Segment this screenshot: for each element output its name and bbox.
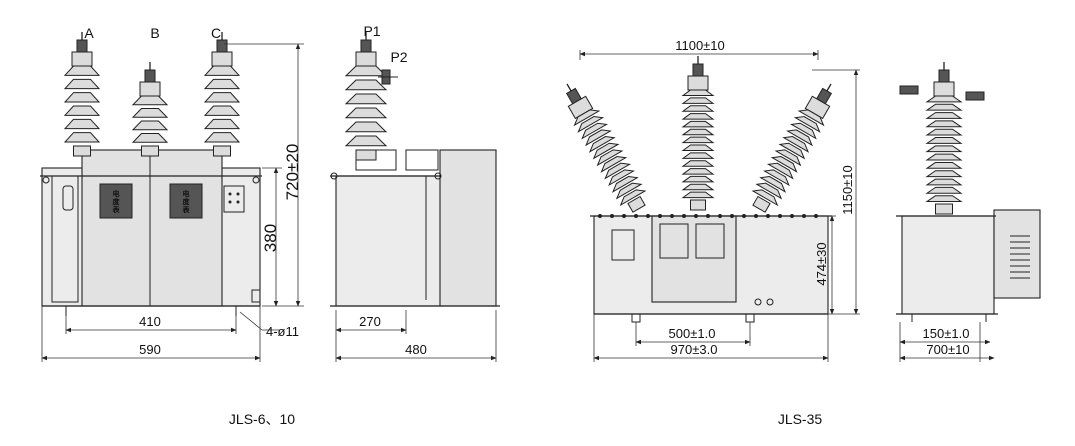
dim-height-total: 720±20: [283, 144, 302, 201]
jls10-side-dimensions: 270 480: [335, 310, 497, 362]
insulator-35-side-body: [925, 62, 963, 215]
phase-label-c: C: [211, 25, 221, 41]
meter-label-1c: 表: [112, 205, 121, 214]
meter-label-2b: 度: [183, 197, 191, 206]
phase-label-a: A: [84, 25, 94, 41]
meter-label-1b: 度: [113, 197, 121, 206]
insulator-35-right-body: [751, 83, 833, 213]
dim-width-total-35: 970±3.0: [671, 342, 718, 357]
insulator-c: [203, 32, 241, 157]
terminal-label-p2: P2: [390, 49, 407, 65]
jls35-front-dimensions: 1100±10 1150±10 474±30 500±1.0 970±3.0: [579, 38, 860, 362]
insulator-35-left: [565, 83, 647, 213]
jls35-side-view: [896, 62, 1041, 322]
dim-top-span: 1100±10: [675, 38, 725, 53]
caption-jls10: JLS-6、10: [229, 411, 295, 427]
jls35-insulators: [565, 56, 833, 213]
insulator-35-right: [751, 83, 833, 213]
dim-width-inner-35: 500±1.0: [669, 326, 716, 341]
meter-label-2a: 电: [183, 189, 190, 198]
dim-height-box: 380: [261, 224, 280, 252]
dim-width-total: 590: [139, 342, 161, 357]
insulator-a: [63, 32, 101, 157]
jls35-side-dimensions: 150±1.0 700±10: [899, 322, 995, 362]
insulator-35-center: [681, 56, 715, 211]
terminal-label-p1: P1: [363, 23, 380, 39]
meter-label-2c: 表: [182, 205, 191, 214]
jls35-front-view: [565, 56, 833, 323]
insulator-group: [63, 32, 241, 157]
dim-side-inner-35: 150±1.0: [923, 326, 970, 341]
insulator-b: [131, 62, 169, 157]
dim-side-total: 480: [405, 342, 427, 357]
meter-label-1a: 电: [113, 189, 120, 198]
dim-height-total-35: 1150±10: [840, 165, 855, 215]
dim-holes: 4-ø11: [266, 324, 299, 339]
dim-height-box-35: 474±30: [814, 242, 829, 285]
insulator-side: [344, 32, 388, 161]
jls35-side-insulator: [925, 62, 963, 215]
caption-jls35: JLS-35: [778, 411, 823, 427]
jls10-front-dimensions: 720±20 380 410 590 4-ø11: [41, 43, 304, 362]
dim-side-total-35: 700±10: [926, 342, 969, 357]
insulator-35-left-body: [565, 83, 647, 213]
side-insulator: [344, 32, 388, 161]
dim-width-inner: 410: [139, 314, 161, 329]
dim-side-inner: 270: [359, 314, 381, 329]
phase-label-b: B: [150, 25, 159, 41]
jls10-front-view: 电 度 表 电 度 表: [40, 32, 262, 316]
jls10-side-view: [330, 32, 500, 307]
